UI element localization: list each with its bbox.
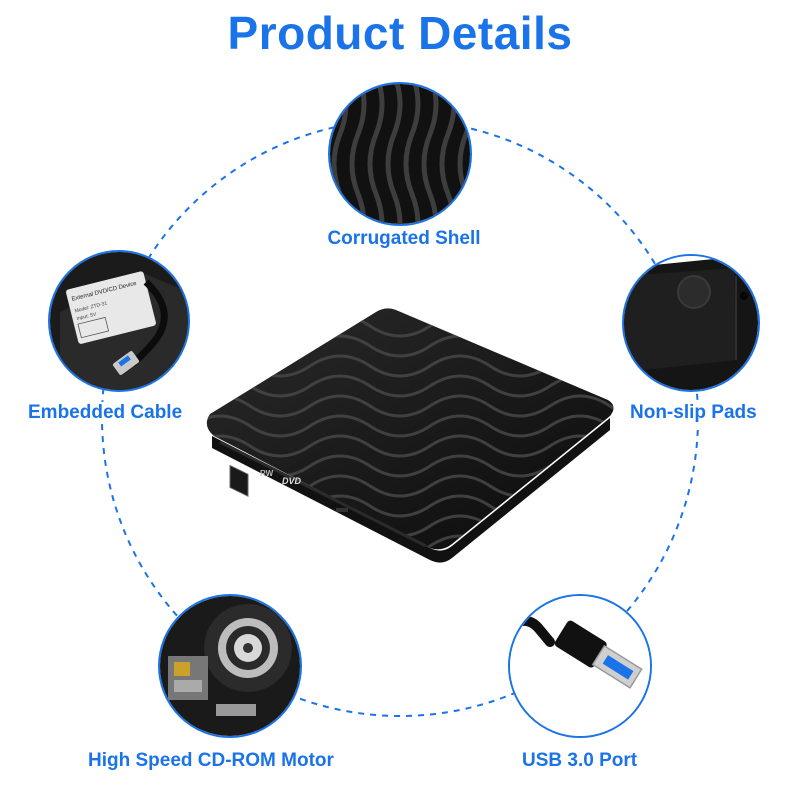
embedded-cable-image: External DVD/CD Device Model: ZTD-31 Inp…	[48, 250, 190, 392]
page-title: Product Details	[227, 7, 573, 59]
embedded-cable-label: Embedded Cable	[24, 402, 187, 424]
non-slip-pad-icon	[624, 256, 758, 390]
cable-sticker-line-2: Input: 5V	[76, 311, 98, 322]
usb-port-image	[508, 594, 652, 738]
dvd-logo: DVD	[282, 476, 302, 486]
cd-rom-motor-icon	[160, 596, 300, 736]
non-slip-pads-label: Non-slip Pads	[626, 402, 761, 424]
cd-rom-motor-label: High Speed CD-ROM Motor	[84, 750, 338, 772]
embedded-cable-icon: External DVD/CD Device Model: ZTD-31 Inp…	[50, 252, 188, 390]
dvd-drive-product-image: RW DVD	[206, 308, 614, 563]
non-slip-pads-image	[622, 254, 760, 392]
corrugated-shell-image	[328, 82, 472, 226]
corrugated-shell-label: Corrugated Shell	[327, 228, 481, 249]
corrugated-shell-icon	[330, 84, 470, 224]
rw-logo: RW	[260, 469, 274, 478]
usb-connector-icon	[510, 596, 650, 736]
drive-front-logos: RW DVD	[229, 464, 348, 512]
cd-rom-motor-image	[158, 594, 302, 738]
usb-port-label: USB 3.0 Port	[518, 750, 642, 772]
